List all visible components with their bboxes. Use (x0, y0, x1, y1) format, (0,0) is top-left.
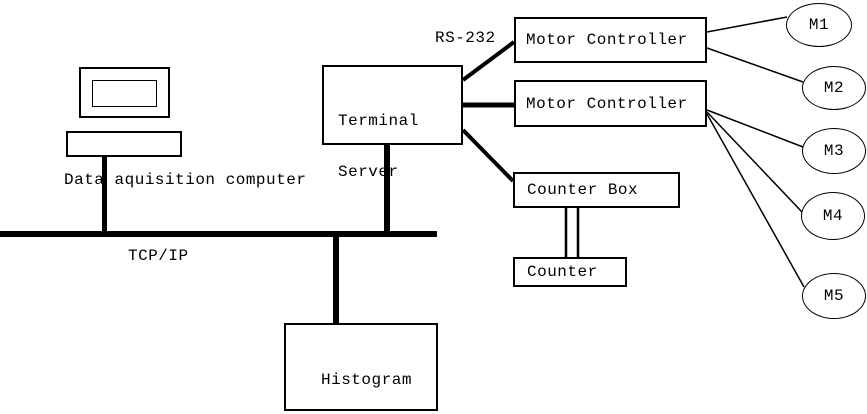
histogram-memory-box: Histogram Memory (284, 323, 438, 411)
motor-m5-ellipse: M5 (802, 273, 866, 319)
terminal-server-box: Terminal Server (322, 65, 463, 181)
motor-controller-2-box: Motor Controller (514, 80, 707, 127)
rs232-label: RS-232 (435, 29, 496, 47)
motor-controller-2-to-m4-line (706, 111, 803, 213)
motor-m3-label: M3 (823, 142, 845, 160)
motor-controller-2-to-m5-line (706, 113, 805, 288)
motor-controller-2-label: Motor Controller (526, 94, 688, 113)
data-acquisition-computer-caption: Data aquisition computer (64, 171, 307, 189)
terminal-server-to-motor-controller-1-line (461, 40, 516, 82)
motor-controller-1-to-m1-line (706, 16, 788, 33)
motor-m5-label: M5 (823, 287, 845, 305)
motor-m3-ellipse: M3 (802, 128, 866, 174)
terminal-server-to-counter-box-line (461, 128, 515, 183)
motor-controller-1-box: Motor Controller (514, 17, 707, 63)
motor-controller-1-label: Motor Controller (526, 31, 688, 49)
computer-keyboard-icon (66, 131, 182, 157)
counter-box2: Counter (513, 257, 627, 287)
histogram-memory-label-line1: Histogram (321, 371, 412, 389)
tcpip-label: TCP/IP (128, 247, 189, 265)
motor-m4-ellipse: M4 (801, 192, 865, 240)
motor-controller-2-to-m3-line (706, 109, 804, 148)
counter-box-box: Counter Box (513, 172, 680, 208)
counter-box-label: Counter Box (527, 181, 639, 199)
motor-controller-1-to-m2-line (706, 47, 804, 83)
motor-m1-ellipse: M1 (786, 3, 852, 47)
motor-m2-ellipse: M2 (802, 66, 866, 110)
computer-screen-icon (92, 80, 157, 107)
terminal-server-label-line2: Server (338, 163, 399, 181)
motor-m2-label: M2 (823, 79, 845, 97)
terminal-server-label-line1: Terminal (338, 112, 419, 130)
counter-label: Counter (527, 263, 598, 281)
motor-m4-label: M4 (822, 207, 844, 225)
motor-m1-label: M1 (808, 16, 830, 34)
